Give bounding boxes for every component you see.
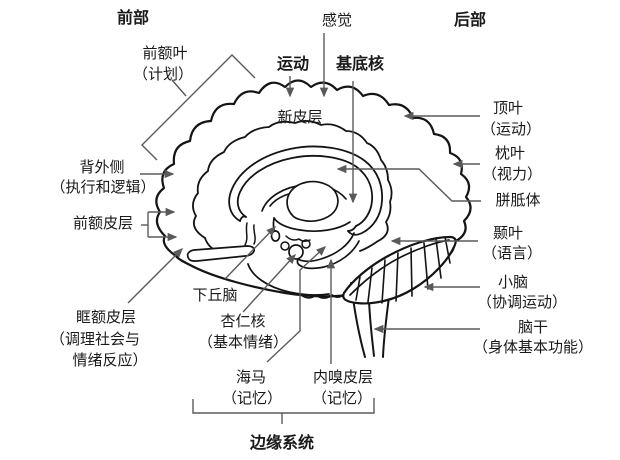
label-prefrontal-lobe-sub: （计划）	[133, 65, 193, 83]
label-entorhinal-sub: （记忆）	[312, 389, 372, 407]
label-dorsolateral-sub: （执行和逻辑）	[50, 178, 155, 196]
corpus-callosum-inner-arc	[236, 155, 374, 227]
corpus-callosum-arrow	[336, 164, 481, 202]
label-occipital: 枕叶	[495, 144, 525, 162]
cerebellum-leaf	[342, 235, 457, 305]
label-front: 前部	[117, 8, 149, 27]
label-brainstem: 脑干	[518, 318, 548, 336]
septum-line-2	[253, 224, 256, 245]
label-basal-ganglia: 基底核	[335, 54, 384, 73]
hippocampus-band-hook	[296, 258, 302, 267]
olfactory-tract	[186, 245, 256, 262]
label-prefrontal-cortex: 前额皮层	[73, 214, 133, 232]
label-temporal-sub: （语言）	[482, 244, 542, 262]
hippocampus-arrow	[266, 246, 327, 363]
amygdala-blob	[288, 244, 304, 260]
label-sensory: 感觉	[322, 11, 352, 29]
genu-hook	[239, 215, 247, 222]
limbic-system-bracket	[192, 398, 375, 414]
corpus-callosum-outer-arc	[228, 145, 383, 236]
label-dorsolateral: 背外侧	[79, 158, 124, 176]
thalamus	[286, 180, 339, 222]
amygdala-arrow	[242, 253, 296, 313]
hypothalamus-squiggle	[285, 235, 311, 243]
hypothalamus-arrow	[224, 225, 276, 280]
temporal-boundary	[247, 263, 330, 296]
medial-cortex-outline	[192, 120, 393, 252]
label-hippocampus: 海马	[236, 368, 266, 386]
fornix-arc	[273, 217, 351, 232]
hippocampus-band-outer	[297, 232, 355, 263]
prefrontal-lobe-bracket	[141, 54, 256, 161]
label-cerebellum-sub: （协调运动）	[477, 293, 567, 311]
label-hypothalamus: 下丘脑	[192, 286, 237, 304]
brain-illustration	[155, 79, 472, 358]
labels-layer: 前部 感觉 后部 前额叶 （计划） 运动 基底核 新皮层 顶叶 （运动） 枕叶 …	[50, 8, 593, 452]
label-orbitofrontal-sub2: 情绪反应）	[72, 351, 147, 369]
label-limbic-system: 边缘系统	[249, 433, 314, 452]
brainstem-middle-line	[368, 300, 375, 357]
parahippocampal-bumps	[299, 292, 346, 299]
prefrontal-lobe-connector	[171, 79, 187, 97]
label-parietal: 顶叶	[493, 99, 523, 117]
label-corpus-callosum: 胼胝体	[495, 191, 540, 209]
label-motor: 运动	[277, 54, 309, 73]
label-brainstem-sub: （身体基本功能）	[473, 338, 593, 356]
label-cerebellum: 小脑	[498, 273, 528, 291]
label-amygdala-sub: （基本情绪）	[198, 333, 288, 351]
label-orbitofrontal-sub1: （调理社会与	[50, 330, 140, 348]
label-hippocampus-sub: （记忆）	[222, 389, 282, 407]
label-temporal: 颞叶	[493, 224, 523, 242]
septum-line-1	[244, 222, 248, 246]
label-occipital-sub: （视力）	[482, 165, 542, 183]
splenium-hook	[347, 225, 357, 232]
label-neocortex: 新皮层	[277, 108, 322, 126]
label-entorhinal: 内嗅皮层	[313, 368, 373, 386]
label-amygdala: 杏仁核	[220, 312, 265, 330]
label-orbitofrontal: 眶额皮层	[76, 308, 136, 326]
uncus-blob	[280, 241, 290, 251]
mammillary-body	[270, 230, 281, 242]
label-back: 后部	[454, 10, 486, 29]
label-parietal-sub: （运动）	[481, 120, 541, 138]
orbitofrontal-arrow	[127, 248, 183, 304]
label-prefrontal-lobe: 前额叶	[142, 44, 187, 62]
cerebellum-ribs	[355, 236, 451, 304]
basal-blob	[301, 239, 311, 249]
hippocampus-band-inner	[300, 240, 360, 270]
leader-lines	[127, 33, 481, 424]
